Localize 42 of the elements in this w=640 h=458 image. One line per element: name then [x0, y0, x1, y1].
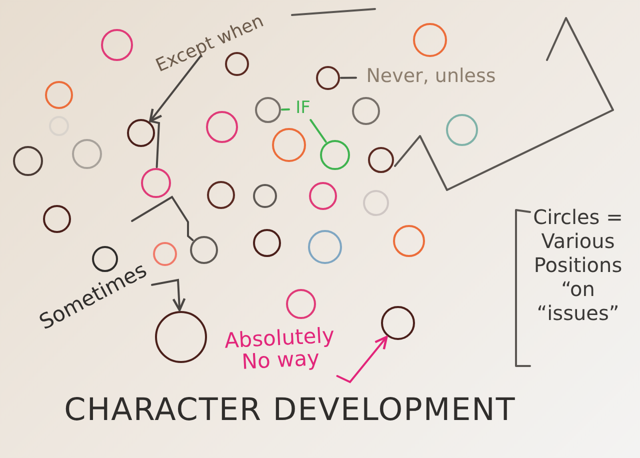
- handwritten-note: Absolutely No way: [210, 318, 350, 380]
- position-circle: [446, 114, 478, 146]
- position-circle: [381, 306, 415, 340]
- position-circle: [127, 119, 155, 147]
- arrow: [151, 278, 186, 312]
- position-circle: [309, 182, 337, 210]
- position-circle: [190, 236, 218, 264]
- position-circle: [43, 205, 71, 233]
- position-circle: [255, 97, 281, 123]
- position-circle: [206, 111, 238, 143]
- position-circle: [272, 128, 306, 162]
- position-circle: [45, 81, 73, 109]
- handwritten-note: Circles = Various Positions “on “issues”: [532, 205, 624, 325]
- connector-line: [281, 108, 290, 111]
- position-circle: [368, 147, 394, 173]
- position-circle: [320, 140, 350, 170]
- position-circle: [155, 311, 207, 363]
- position-circle: [413, 23, 447, 57]
- handwritten-note: IF: [289, 98, 317, 120]
- position-circle: [393, 225, 425, 257]
- position-circle: [253, 184, 277, 208]
- position-circle: [286, 289, 316, 319]
- position-circle: [363, 190, 389, 216]
- position-circle: [153, 242, 177, 266]
- position-circle: [225, 52, 249, 76]
- position-circle: [101, 29, 133, 61]
- position-circle: [352, 97, 380, 125]
- connector-line: [149, 120, 160, 168]
- connector-line: [131, 196, 194, 242]
- position-circle: [316, 66, 340, 90]
- connector-line: [340, 76, 357, 79]
- connector-line: [310, 119, 327, 143]
- position-circle: [207, 181, 235, 209]
- position-circle: [72, 139, 102, 169]
- arrow: [149, 55, 202, 122]
- position-circle: [308, 230, 342, 264]
- position-circle: [13, 146, 43, 176]
- handwritten-note: Never, unless: [356, 64, 506, 90]
- position-circle: [141, 168, 171, 198]
- position-circle: [253, 229, 281, 257]
- title: CHARACTER DEVELOPMENT: [63, 392, 517, 428]
- arrow: [336, 336, 388, 384]
